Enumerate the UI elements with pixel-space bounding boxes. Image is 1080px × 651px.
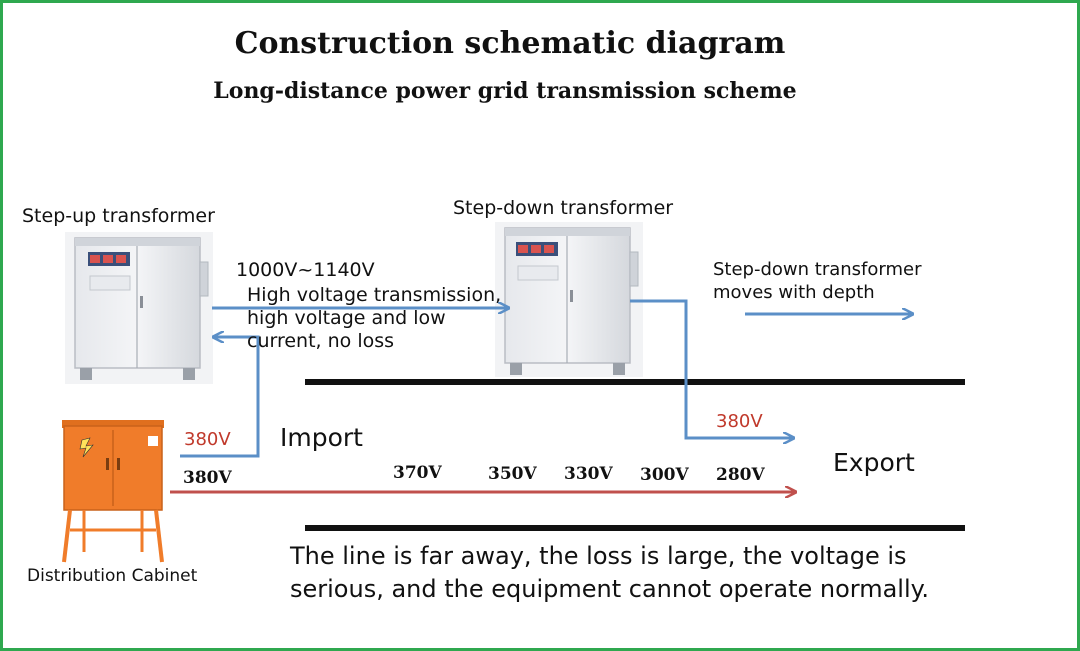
voltage-drop-value: 350V	[488, 464, 537, 484]
voltage-drop-value: 300V	[640, 465, 689, 485]
hv-transmission-note: High voltage transmission, high voltage …	[247, 284, 501, 353]
step-up-transformer-image	[65, 232, 213, 384]
step-up-transformer-label: Step-up transformer	[22, 205, 215, 227]
voltage-drop-value: 330V	[564, 464, 613, 484]
step-down-transformer-image	[495, 222, 643, 377]
import-feed-arrow	[180, 337, 260, 458]
voltage-drop-value: 280V	[716, 465, 765, 485]
depth-note: Step-down transformer moves with depth	[713, 258, 922, 304]
step-down-transformer-label: Step-down transformer	[453, 197, 674, 219]
voltage-drop-value: 370V	[393, 463, 442, 483]
loss-line-2: serious, and the equipment cannot operat…	[290, 575, 930, 603]
diagram-subtitle: Long-distance power grid transmission sc…	[213, 78, 797, 104]
distribution-cabinet-label: Distribution Cabinet	[27, 566, 198, 586]
import-label: Import	[280, 423, 363, 452]
hv-note-line-3: current, no loss	[247, 330, 395, 352]
hv-note-line-2: high voltage and low	[247, 307, 446, 329]
voltage-range-label: 1000V~1140V	[236, 259, 375, 281]
voltage-drop-value: 380V	[183, 468, 232, 488]
import-voltage-label: 380V	[184, 429, 231, 450]
distribution-cabinet-image	[62, 420, 164, 563]
depth-note-line-1: Step-down transformer	[713, 259, 922, 280]
output-voltage-label: 380V	[716, 411, 763, 432]
loss-line-1: The line is far away, the loss is large,…	[290, 542, 907, 570]
step-down-output-arrow	[630, 299, 793, 438]
hv-note-line-1: High voltage transmission,	[247, 284, 502, 306]
depth-note-line-2: moves with depth	[713, 282, 875, 303]
loss-description: The line is far away, the loss is large,…	[290, 540, 929, 606]
diagram-title: Construction schematic diagram	[234, 26, 786, 61]
export-label: Export	[833, 448, 915, 477]
